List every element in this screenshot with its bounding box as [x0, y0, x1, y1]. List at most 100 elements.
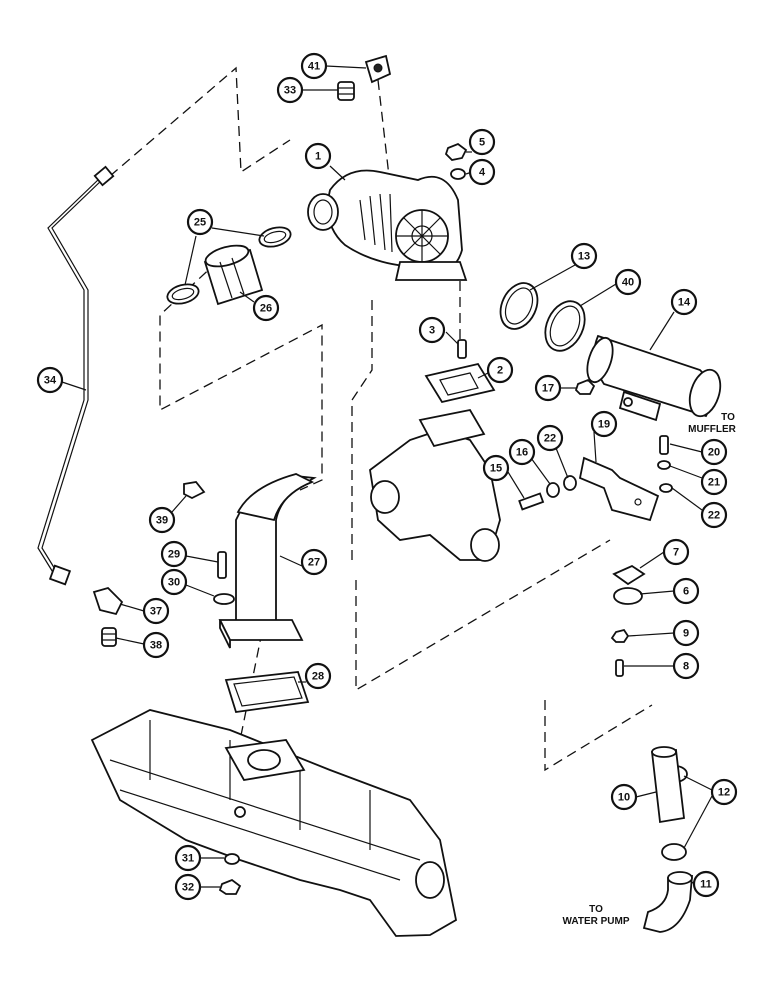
- callout-33: 33: [276, 76, 304, 104]
- washer-part-4: [450, 168, 466, 180]
- nut-part-9: [610, 628, 630, 643]
- callout-number: 4: [479, 167, 486, 179]
- leader-37: [119, 603, 145, 612]
- leader-27: [279, 555, 303, 567]
- callout-layer: 1234567891011121314151617192021222225262…: [36, 52, 738, 901]
- callout-2: 2: [486, 356, 514, 384]
- elbow-tube-flange: [218, 619, 304, 641]
- callout-number: 19: [598, 419, 610, 431]
- washer-part-22-left: [563, 475, 577, 491]
- washer-part-30: [213, 593, 235, 605]
- nut-part-17: [574, 378, 596, 395]
- leader-22b: [671, 487, 703, 511]
- callout-number: 3: [429, 325, 435, 337]
- callout-3: 3: [418, 316, 446, 344]
- turbo-inlet-inner: [313, 199, 333, 225]
- turbo-fins: [359, 193, 393, 253]
- dash-turbo-stud: [377, 79, 391, 186]
- turbo-inlet: [307, 193, 339, 231]
- callout-circle: [710, 778, 738, 806]
- callout-7: 7: [662, 538, 690, 566]
- callout-40: 40: [614, 268, 642, 296]
- callout-number: 30: [168, 577, 180, 589]
- callout-circle: [482, 454, 510, 482]
- hose-end: [204, 244, 250, 268]
- oil-supply-line: [37, 165, 115, 586]
- callout-number: 32: [182, 882, 194, 894]
- intake-manifold: [90, 709, 458, 937]
- elbow-part-11: [642, 875, 693, 933]
- leader-21: [669, 465, 703, 479]
- callout-circle: [186, 208, 214, 236]
- elbow-tube-bend: [236, 473, 315, 522]
- turbo-wheel-vanes: [396, 210, 448, 262]
- hose-shading: [219, 257, 245, 299]
- elbow-part-11-end: [667, 871, 693, 885]
- oil-fitting: [337, 81, 355, 101]
- callout-14: 14: [670, 288, 698, 316]
- callout-number: 11: [700, 879, 712, 891]
- leader-22a: [555, 447, 569, 479]
- callout-number: 16: [516, 447, 528, 459]
- callout-16: 16: [508, 438, 536, 466]
- callout-6: 6: [672, 577, 700, 605]
- gasket-part-2: [424, 362, 496, 404]
- leader-40: [579, 283, 617, 307]
- leader-9: [627, 632, 675, 637]
- callout-number: 22: [708, 510, 720, 522]
- manifold-port-right: [470, 528, 500, 562]
- manifold-ribs: [109, 720, 421, 881]
- water-hose-assembly: [642, 746, 693, 933]
- dash-oil-line-upper: [109, 66, 291, 177]
- note-to-muffler: TO MUFFLER: [688, 412, 737, 435]
- callout-21: 21: [700, 468, 728, 496]
- manifold-top-port: [247, 749, 281, 771]
- leader-25b: [184, 235, 197, 286]
- callout-number: 14: [678, 297, 691, 309]
- tube-flange: [613, 587, 643, 605]
- manifold-bolt-boss: [234, 806, 246, 818]
- callout-number: 27: [308, 557, 320, 569]
- callout-number: 8: [683, 661, 689, 673]
- callout-number: 5: [479, 137, 485, 149]
- leader-3: [445, 331, 459, 345]
- leader-26: [239, 291, 255, 303]
- callout-10: 10: [610, 783, 638, 811]
- callout-circle: [160, 568, 188, 596]
- bolt-part-15: [518, 492, 545, 511]
- oil-line-fitting-bottom: [48, 564, 72, 586]
- callout-41: 41: [300, 52, 328, 80]
- callout-number: 15: [490, 463, 502, 475]
- manifold-end-port: [415, 861, 445, 899]
- leader-7: [639, 551, 665, 569]
- leader-lines: [61, 65, 713, 888]
- clamp-lower: [166, 283, 200, 305]
- manifold-top-flange: [418, 408, 486, 448]
- washer-part-31: [224, 853, 240, 865]
- stud-hardware: [444, 142, 468, 180]
- callout-number: 12: [718, 787, 730, 799]
- bolt-part-29: [217, 551, 227, 579]
- callout-22a: 22: [536, 424, 564, 452]
- clamp-upper: [258, 226, 292, 248]
- fitting-part-38: [101, 627, 117, 647]
- washer-part-16: [546, 482, 560, 498]
- turbocharger: [307, 169, 468, 281]
- callout-circle: [276, 76, 304, 104]
- callout-circle: [142, 631, 170, 659]
- nut-part-32: [218, 878, 242, 895]
- ring-part-13: [499, 282, 539, 330]
- callout-circle: [36, 366, 64, 394]
- callout-number: 21: [708, 477, 720, 489]
- callout-number: 25: [194, 217, 206, 229]
- leader-34: [61, 381, 87, 391]
- elbow-tube-flange-face: [219, 619, 231, 649]
- callout-circle: [304, 142, 332, 170]
- leader-2: [477, 372, 489, 379]
- leader-12a: [683, 775, 713, 791]
- washer-part-21: [657, 460, 671, 470]
- leader-20: [669, 443, 703, 453]
- callout-4: 4: [468, 158, 496, 186]
- callout-circle: [570, 242, 598, 270]
